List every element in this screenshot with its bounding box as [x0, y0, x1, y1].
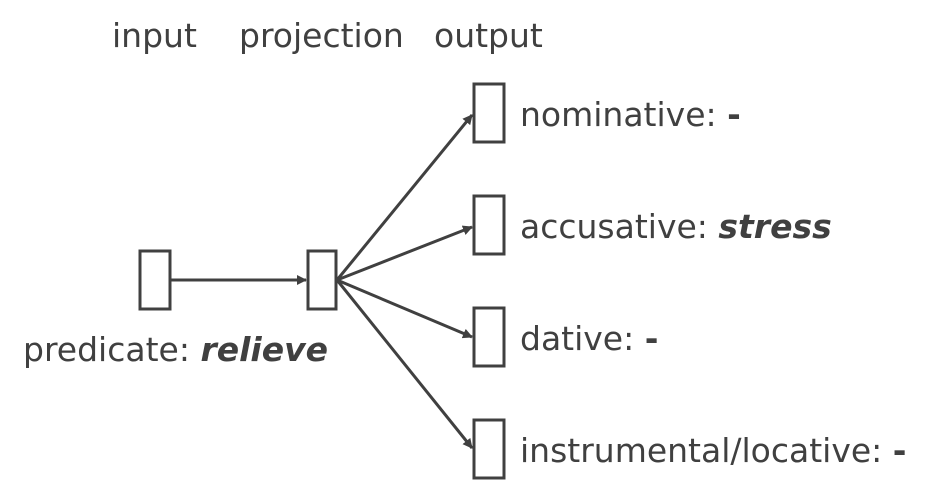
output-label-value: stress	[718, 207, 832, 246]
projection-node	[306, 249, 338, 311]
output-node-instrumental-locative	[472, 418, 506, 480]
output-label-value: -	[727, 95, 741, 134]
output-label-dative: dative: -	[520, 319, 658, 359]
arrow-projection-to-accusative	[336, 225, 473, 282]
output-label-name: instrumental/locative:	[520, 431, 893, 470]
arrow-projection-to-nominative	[335, 114, 474, 281]
output-label-name: dative:	[520, 319, 645, 358]
input-label: predicate: relieve	[23, 330, 328, 370]
output-node-dative	[472, 306, 506, 368]
output-label-instrumental-locative: instrumental/locative: -	[520, 431, 906, 471]
output-label-name: nominative:	[520, 95, 728, 134]
arrow-projection-to-dative	[336, 278, 473, 339]
output-label-value: -	[892, 431, 907, 470]
input-node	[138, 249, 172, 311]
header-input: input	[112, 16, 197, 55]
input-label-term: relieve	[200, 330, 328, 369]
header-output: output	[434, 16, 543, 55]
output-label-value: -	[644, 319, 659, 358]
header-projection: projection	[239, 16, 404, 55]
output-label-accusative: accusative: stress	[520, 207, 832, 247]
output-node-nominative	[472, 82, 506, 144]
output-label-nominative: nominative: -	[520, 95, 741, 135]
output-node-accusative	[472, 194, 506, 256]
arrow-projection-to-instrumental-locative	[335, 279, 474, 449]
output-label-name: accusative:	[520, 207, 719, 246]
input-label-prefix: predicate:	[23, 330, 201, 369]
